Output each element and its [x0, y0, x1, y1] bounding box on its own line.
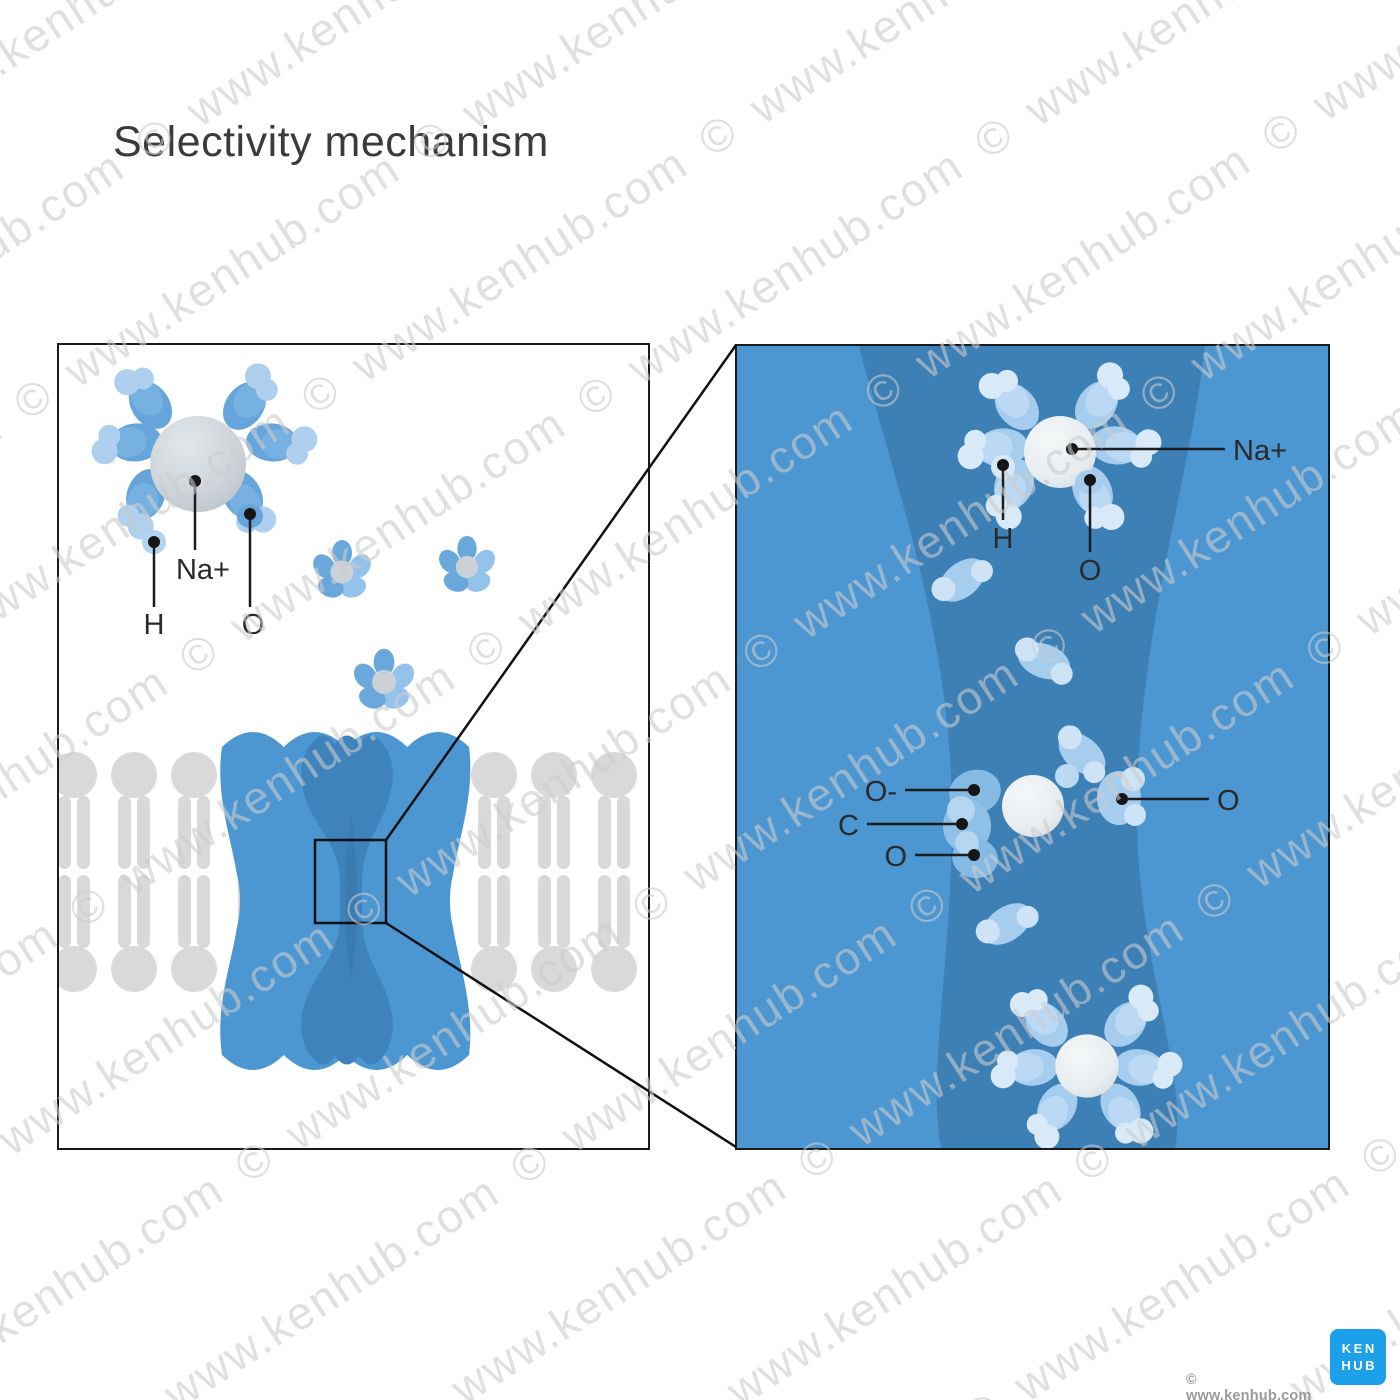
oxygen-label: O	[1079, 555, 1102, 587]
carbonyl-oxygen-minus-label: O-	[865, 776, 897, 808]
hydrogen-label: H	[144, 609, 165, 641]
oxygen-label: O	[242, 609, 265, 641]
sodium-label: Na+	[1233, 435, 1287, 467]
copyright-text: © www.kenhub.com	[1186, 1372, 1312, 1400]
sodium-ion-sphere	[1024, 416, 1096, 488]
sodium-ion-sphere	[150, 416, 246, 512]
small-hydrated-ion	[349, 648, 419, 712]
water-oxygen-label: O	[1217, 785, 1240, 817]
overview-illustration: Na+ H O	[59, 356, 637, 1070]
overview-panel: Na+ H O	[57, 343, 650, 1150]
sodium-label: Na+	[176, 554, 230, 586]
hydrogen-label: H	[993, 523, 1014, 555]
small-hydrated-ion	[308, 540, 376, 601]
channel-pore	[859, 346, 1205, 1148]
ion-channel	[220, 732, 471, 1070]
hydrated-sodium-ion	[89, 356, 319, 554]
sodium-ion-sphere-middle	[1002, 775, 1064, 837]
hydrated-sodium-ion-bottom	[988, 978, 1184, 1148]
carbon-label: C	[838, 810, 859, 842]
filter-oxygen-label: O	[884, 841, 907, 873]
pore-illustration: Na+ H O O- C O O	[737, 346, 1328, 1148]
page-title: Selectivity mechanism	[113, 118, 549, 166]
left-panel-labels: Na+ H O	[144, 475, 265, 641]
pore-closeup-panel: Na+ H O O- C O O	[735, 344, 1330, 1150]
right-panel-labels: Na+ H O O- C O O	[838, 435, 1287, 873]
small-hydrated-ion	[434, 535, 500, 595]
kenhub-logo-line2: HUB	[1341, 1358, 1378, 1373]
kenhub-logo: KEN HUB	[1330, 1329, 1386, 1385]
hydrated-sodium-ion-top	[955, 357, 1163, 540]
kenhub-logo-line1: KEN	[1341, 1341, 1377, 1356]
